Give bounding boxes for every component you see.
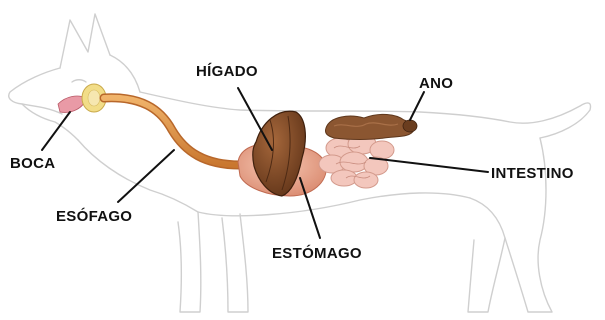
- front-leg-outline: [178, 212, 201, 312]
- leader-boca: [42, 112, 70, 150]
- leader-esofago: [118, 150, 174, 202]
- ear-left: [60, 14, 110, 68]
- front-leg-inner: [222, 214, 248, 312]
- colon-organ: [325, 114, 414, 139]
- label-higado: HÍGADO: [196, 63, 258, 80]
- label-esofago: ESÓFAGO: [56, 207, 132, 225]
- label-intestino: INTESTINO: [491, 165, 574, 182]
- label-ano: ANO: [419, 75, 453, 92]
- eye-outline: [72, 80, 86, 82]
- label-estomago: ESTÓMAGO: [272, 244, 362, 262]
- leader-ano: [410, 92, 424, 120]
- anus-organ: [403, 120, 417, 132]
- intestine-organ: [319, 134, 394, 188]
- pharynx-inner: [88, 90, 100, 106]
- rear-leg-inner: [468, 238, 505, 312]
- label-boca: BOCA: [10, 155, 55, 172]
- leader-higado: [238, 88, 272, 150]
